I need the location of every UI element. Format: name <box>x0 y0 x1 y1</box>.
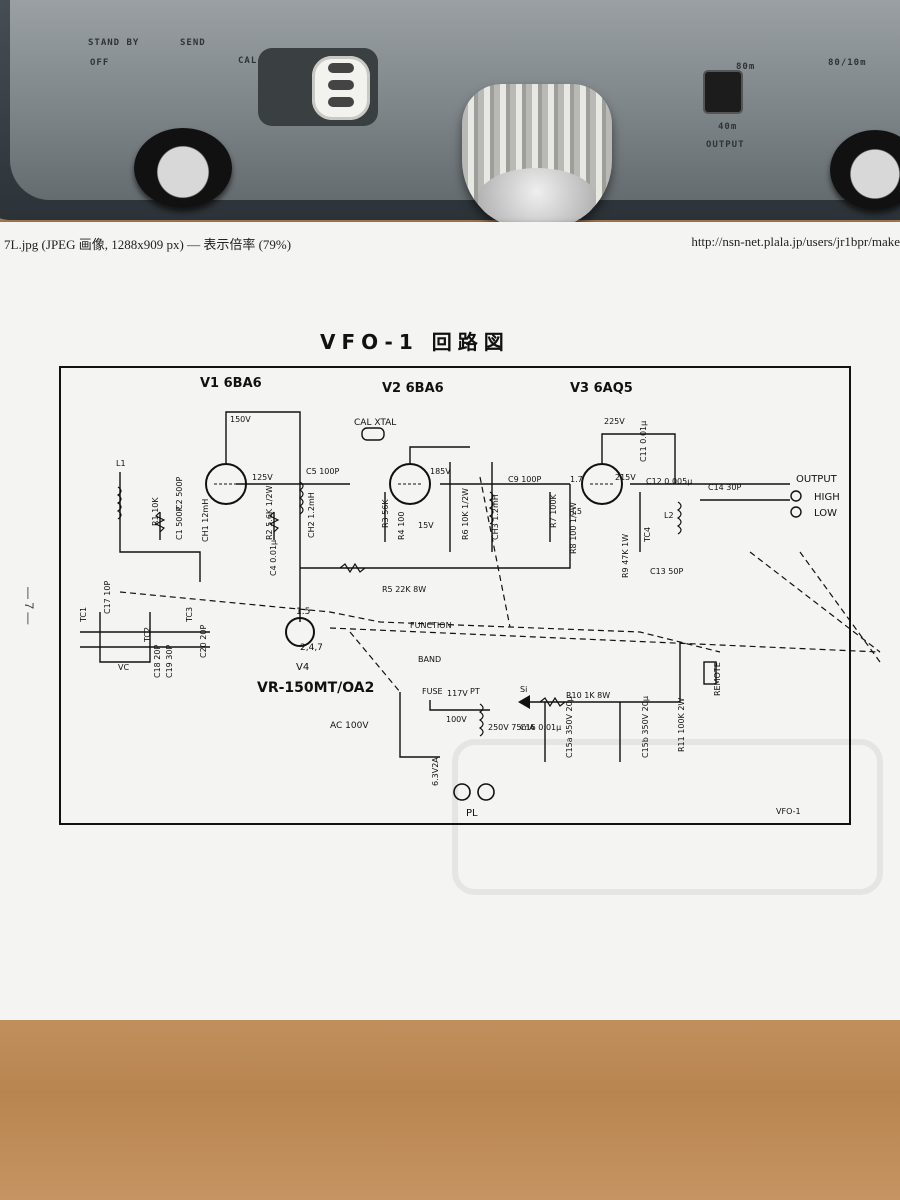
low-terminal <box>790 506 802 518</box>
comp-r6: R6 10K 1/2W <box>461 488 470 540</box>
label-40m: 40m <box>718 122 738 132</box>
comp-r3: R3 56K <box>381 499 390 528</box>
circuit-diagram: V1 6BA6 V2 6BA6 V3 6AQ5 1.5 2,4,7 V4 VR-… <box>59 366 883 895</box>
schematic-heading: VFO-1 回路図 <box>320 330 510 354</box>
comp-r4: R4 100 <box>397 512 406 540</box>
comp-si: Si <box>520 685 527 694</box>
comp-c5: C5 100P <box>306 467 339 476</box>
comp-r5: R5 22K 8W <box>382 585 426 594</box>
equipment-photo: STAND BY SEND OFF CAL 80m 40m OUTPUT 80/… <box>0 0 900 230</box>
comp-vc: VC <box>118 663 129 672</box>
tube-v3-label: V3 6AQ5 <box>570 381 633 396</box>
voltage-185v: 185V <box>430 467 451 476</box>
remote-connector <box>703 661 717 685</box>
center-silver-knob <box>462 84 612 230</box>
comp-c19: C19 30P <box>165 645 174 678</box>
label-off: OFF <box>90 58 110 68</box>
cal-crystal <box>361 427 385 441</box>
comp-r8: R8 100 1/2W <box>569 502 578 554</box>
label-80m: 80m <box>736 62 756 72</box>
voltage-117v: 117V <box>447 689 468 698</box>
tube-v2-label: V2 6BA6 <box>382 381 444 396</box>
browser-url: http://nsn-net.plala.jp/users/jr1bpr/mak… <box>691 234 900 249</box>
pilot-lamp-1 <box>453 783 471 801</box>
comp-c17: C17 10P <box>103 581 112 614</box>
comp-c18: C18 20P <box>153 645 162 678</box>
pl-label: PL <box>466 808 478 819</box>
label-output: OUTPUT <box>706 140 745 150</box>
v4-label: V4 <box>296 662 309 673</box>
voltage-125v: 125V <box>252 473 273 482</box>
voltage-15v: 15V <box>418 521 434 530</box>
left-black-knob <box>128 120 238 208</box>
comp-tc4: TC4 <box>643 527 652 543</box>
comp-c11: C11 0.01μ <box>639 421 648 462</box>
comp-r11: R11 100K 2W <box>677 698 686 752</box>
comp-ch3: CH3 1.2mH <box>491 494 500 540</box>
comp-c4: C4 0.01μ <box>269 540 278 576</box>
label-send: SEND <box>180 38 206 48</box>
function-label: FUNCTION <box>410 621 452 630</box>
comp-r1: R1 10K <box>151 497 160 526</box>
voltage-150v: 150V <box>230 415 251 424</box>
v4-pins-top: 1.5 <box>296 607 310 617</box>
band-label: BAND <box>418 655 441 664</box>
ac-label: AC 100V <box>330 721 369 731</box>
crystal-socket <box>312 56 370 120</box>
comp-tc3: TC3 <box>185 607 194 623</box>
tube-v4-symbol <box>285 617 315 647</box>
comp-c9: C9 100P <box>508 475 541 484</box>
schematic-printout: 7L.jpg (JPEG 画像, 1288x909 px) — 表示倍率 (79… <box>0 222 900 1022</box>
comp-c14: C14 30P <box>708 483 741 492</box>
tube-v1-label: V1 6BA6 <box>200 376 262 391</box>
browser-title: 7L.jpg (JPEG 画像, 1288x909 px) — 表示倍率 (79… <box>4 237 292 252</box>
rectifier-diode <box>518 695 530 709</box>
voltage-j5: J.5 <box>571 507 582 516</box>
silver-knob-face <box>478 168 596 228</box>
label-80-10m: 80/10m <box>828 58 867 68</box>
comp-r2: R2 5.6K 1/2W <box>265 485 274 540</box>
comp-c12: C12 0.005μ <box>646 477 692 486</box>
comp-tc1: TC1 <box>79 607 88 623</box>
low-label: LOW <box>814 508 837 519</box>
comp-c16: C16 0.01μ <box>520 723 561 732</box>
comp-c15b: C15b 350V 20μ <box>641 696 650 758</box>
comp-l2: L2 <box>664 511 674 520</box>
pt-label: PT <box>470 687 480 696</box>
comp-c1: C1 500P <box>175 507 184 540</box>
high-terminal <box>790 490 802 502</box>
v4-type-label: VR-150MT/OA2 <box>257 680 374 696</box>
comp-r10: R10 1K 8W <box>566 691 610 700</box>
voltage-215v: 215V <box>615 473 636 482</box>
voltage-6-3v2a: 6.3V2A <box>431 757 440 786</box>
comp-c13: C13 50P <box>650 567 683 576</box>
wooden-table <box>0 1020 900 1200</box>
comp-l1: L1 <box>116 459 126 468</box>
diagram-footer-label: VFO-1 <box>776 807 801 816</box>
v4-pins-bottom: 2,4,7 <box>300 643 323 653</box>
comp-r9: R9 47K 1W <box>621 534 630 578</box>
label-standby: STAND BY <box>88 38 140 48</box>
diagram-frame <box>59 366 851 825</box>
remote-label: REMOTE <box>713 662 722 696</box>
voltage-1-7: 1.7 <box>570 475 583 484</box>
fuse-label: FUSE <box>422 687 443 696</box>
high-label: HIGH <box>814 492 840 503</box>
pilot-lamp-2 <box>477 783 495 801</box>
output-label: OUTPUT <box>796 474 838 485</box>
comp-tc2: TC2 <box>143 627 152 643</box>
comp-ch1: CH1 12mH <box>201 499 210 542</box>
cal-xtal-label: CAL XTAL <box>354 418 396 428</box>
comp-c20: C20 20P <box>199 625 208 658</box>
comp-ch2: CH2 1.2mH <box>307 492 316 538</box>
band-switch <box>705 72 741 112</box>
voltage-225v: 225V <box>604 417 625 426</box>
comp-r7: R7 100K <box>549 494 558 528</box>
comp-c15a: C15a 350V 20μ <box>565 696 574 758</box>
voltage-100v: 100V <box>446 715 467 724</box>
comp-c2: C2 500P <box>175 477 184 510</box>
comp-transformer-rating: 250V 75mA <box>488 723 535 732</box>
label-cal: CAL <box>238 56 258 66</box>
page-number: — 7 — <box>22 587 36 625</box>
